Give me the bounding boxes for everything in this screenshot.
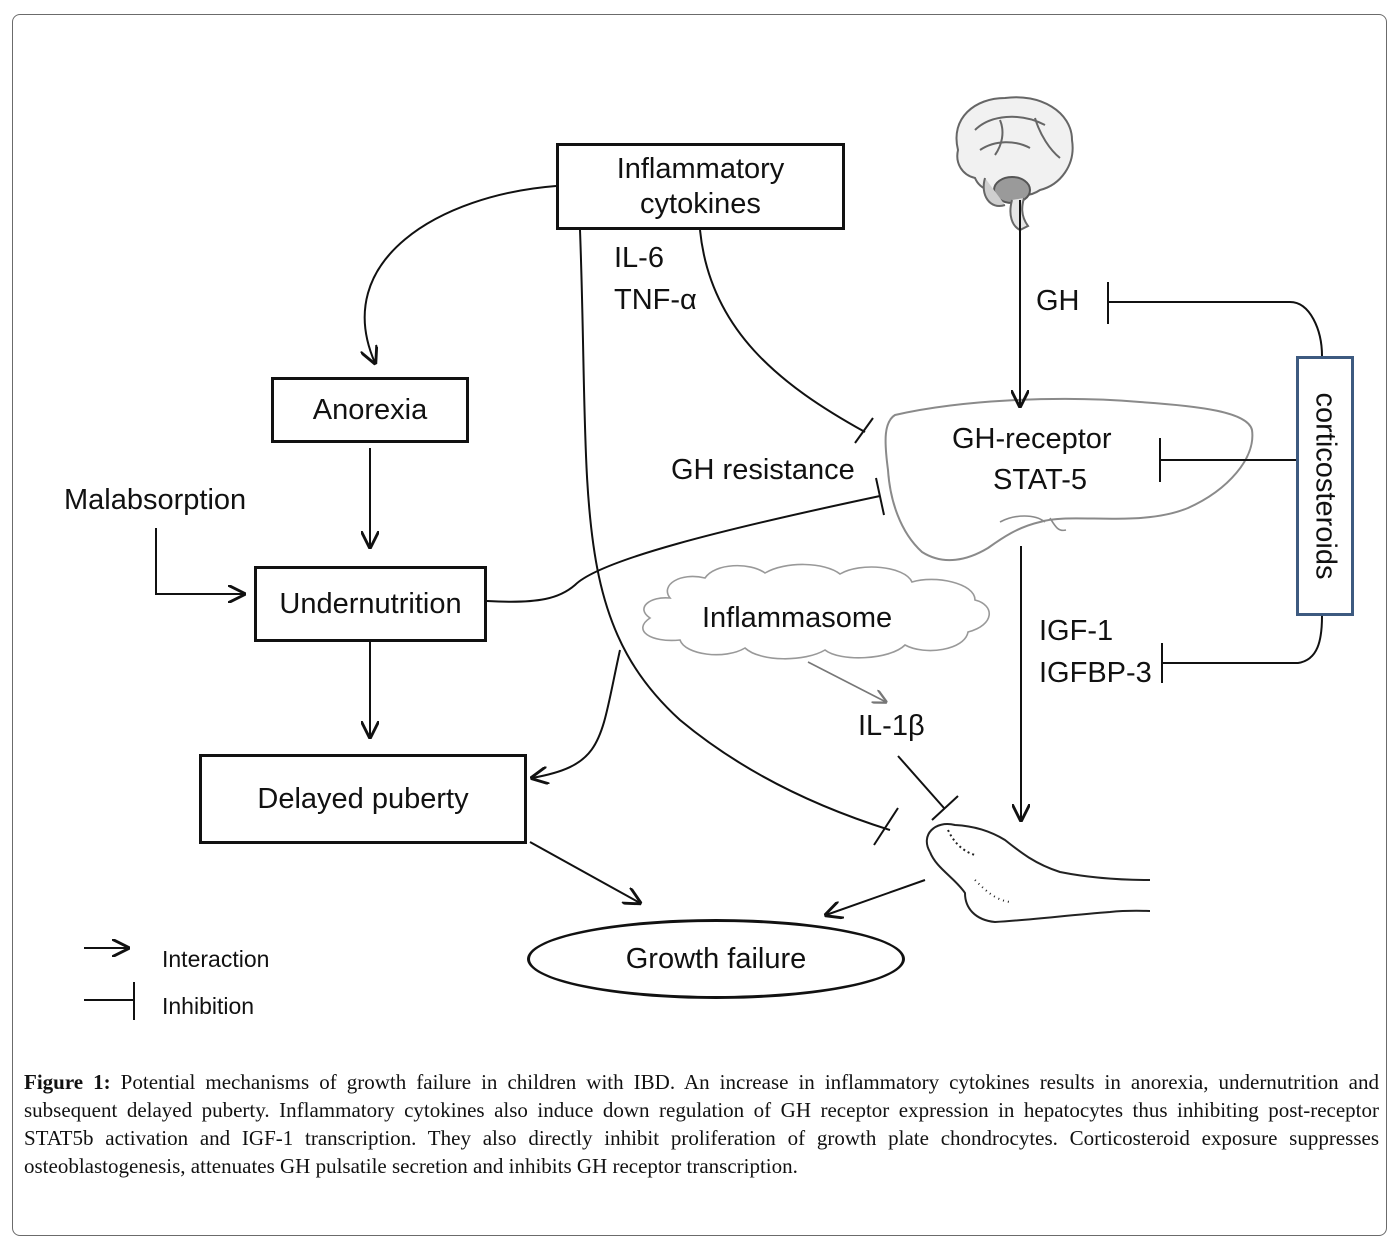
delayed-puberty-label: Delayed puberty [257, 782, 469, 815]
gh-receptor-label: GH-receptor [952, 423, 1112, 455]
delayed-puberty-box: Delayed puberty [199, 754, 527, 844]
stat5-label: STAT-5 [993, 464, 1087, 496]
caption-text: Potential mechanisms of growth failure i… [24, 1070, 1379, 1178]
cytokines-line-1: Inflammatory [616, 152, 785, 185]
growth-failure-node: Growth failure [527, 919, 905, 999]
figure-caption: Figure 1: Potential mechanisms of growth… [24, 1068, 1379, 1180]
figure-frame [12, 14, 1387, 1236]
malabsorption-label: Malabsorption [64, 484, 247, 516]
growth-failure-label: Growth failure [625, 942, 807, 975]
legend-inhibition-symbol [84, 982, 135, 1020]
legend-interaction-label: Interaction [162, 946, 270, 972]
igf1-label: IGF-1 [1039, 615, 1114, 647]
anorexia-box: Anorexia [271, 377, 469, 443]
undernutrition-label: Undernutrition [279, 587, 462, 620]
cloud-shape [642, 563, 990, 660]
cytokines-line-2: cytokines [640, 187, 761, 220]
anorexia-label: Anorexia [312, 393, 428, 426]
inflammasome-label: Inflammasome [702, 602, 893, 634]
brain-icon [955, 96, 1074, 232]
caption-label: Figure 1: [24, 1070, 111, 1094]
liver-icon [884, 397, 1254, 562]
corticosteroids-label: corticosteroids [1309, 392, 1342, 580]
undernutrition-box: Undernutrition [254, 566, 487, 642]
diagram-canvas [84, 96, 1323, 1020]
il1b-label: IL-1β [858, 710, 925, 742]
igfbp3-label: IGFBP-3 [1039, 657, 1152, 689]
bone-icon [925, 823, 1151, 924]
tnf-alpha-label: TNF-α [614, 284, 697, 316]
inflammatory-cytokines-box: Inflammatory cytokines [556, 143, 845, 230]
gh-label: GH [1036, 285, 1080, 317]
il6-label: IL-6 [614, 242, 664, 274]
legend-inhibition-label: Inhibition [162, 993, 255, 1019]
gh-resistance-label: GH resistance [671, 454, 855, 486]
corticosteroids-box: corticosteroids [1296, 356, 1354, 616]
